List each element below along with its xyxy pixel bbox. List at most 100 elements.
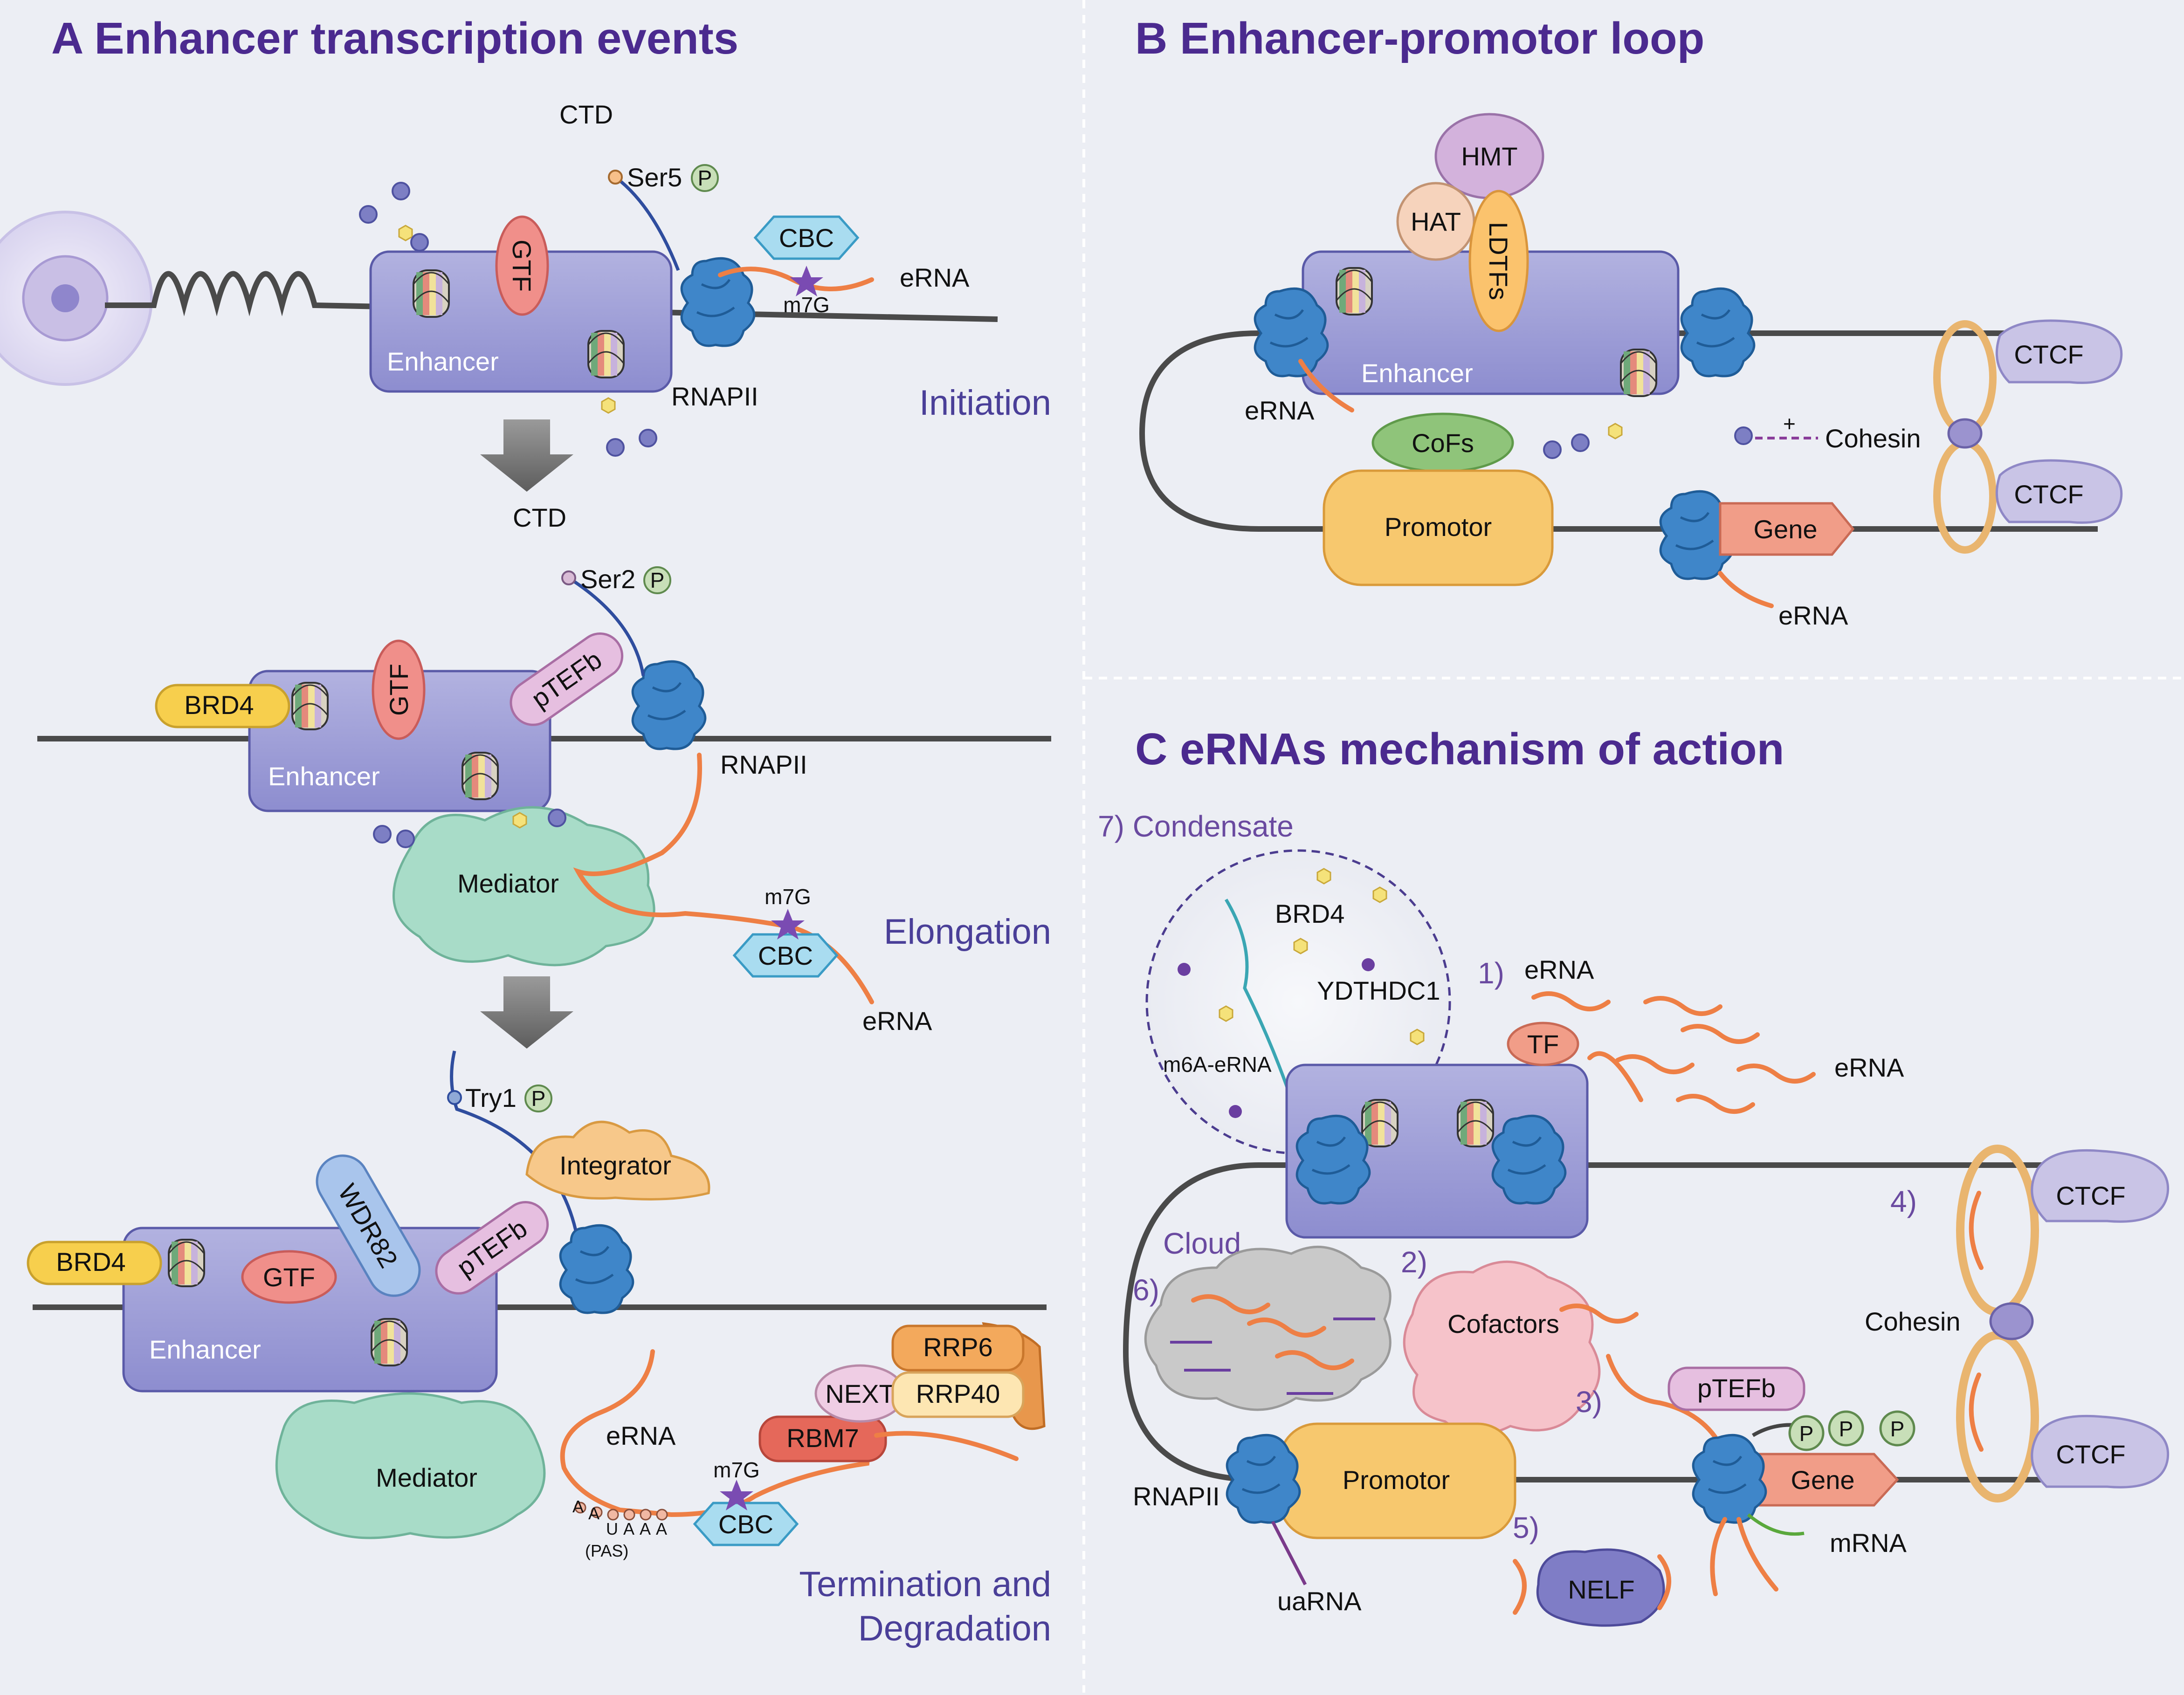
erna-strand xyxy=(1681,1024,1760,1044)
nucleosome xyxy=(371,1318,408,1366)
step-arrow xyxy=(480,976,573,1049)
step-arrow xyxy=(480,419,573,492)
acetyl-mark xyxy=(601,397,616,414)
m7g-label: m7G xyxy=(713,1458,760,1482)
mechanism-6-label: 6) xyxy=(1133,1273,1159,1307)
dna-loop xyxy=(1139,330,2098,532)
methyl-mark xyxy=(373,825,392,844)
polya-letter: U xyxy=(606,1519,618,1538)
dna-loop xyxy=(1123,1162,2149,1482)
tf-label: TF xyxy=(1527,1029,1559,1059)
cell-nucleus xyxy=(0,211,153,386)
mechanism-7-label: 7) Condensate xyxy=(1098,810,1294,843)
ldtfs-factor xyxy=(1468,190,1529,332)
polya-letter: A xyxy=(640,1519,651,1538)
polya-signal: A A U A A A (PAS) xyxy=(572,1497,668,1560)
m7g-label: m7G xyxy=(765,885,811,909)
erna-strand xyxy=(1559,1304,1639,1324)
erna-strand xyxy=(1969,1372,1984,1452)
cohesin-label: Cohesin xyxy=(1825,424,1921,453)
phospho-marker xyxy=(1879,1410,1915,1447)
rbm7-label: RBM7 xyxy=(786,1423,859,1453)
gene-label: Gene xyxy=(1754,515,1818,544)
ctcf-protein xyxy=(1995,319,2123,384)
rrp6-protein xyxy=(891,1324,1025,1372)
ptefb-protein xyxy=(435,1201,549,1295)
acetyl-mark xyxy=(398,225,413,241)
mediator-complex xyxy=(392,806,655,967)
erna-strand xyxy=(1710,1517,1727,1596)
hat-label: HAT xyxy=(1411,207,1461,236)
uarna-label: uaRNA xyxy=(1277,1586,1362,1616)
erna-strand xyxy=(1657,1554,1671,1610)
mechanism-3-label: 3) xyxy=(1576,1385,1602,1419)
phospho-label: P xyxy=(1799,1421,1814,1446)
mechanism-1-label: 1) xyxy=(1478,956,1504,990)
gtf-factor xyxy=(495,215,549,316)
try1-site xyxy=(447,1090,462,1105)
mechanism-5-label: 5) xyxy=(1513,1511,1539,1544)
phospho-label: P xyxy=(1890,1417,1905,1441)
methyl-mark xyxy=(548,809,566,827)
m7g-cap xyxy=(771,909,805,940)
ptefb-protein xyxy=(510,632,624,726)
promotor-region xyxy=(1323,469,1554,586)
methyl-mark xyxy=(1543,440,1562,459)
cohesin-core xyxy=(1947,418,1983,449)
nucleosome xyxy=(291,682,329,730)
brd4-protein xyxy=(155,684,290,728)
polya-letter: A xyxy=(588,1504,599,1523)
dna-coil xyxy=(105,271,998,322)
cloud-region xyxy=(1144,1245,1392,1411)
cbc-label: CBC xyxy=(779,223,834,253)
enhancer-label: Enhancer xyxy=(387,347,499,376)
cohesin-ring xyxy=(1933,439,1997,554)
elongation-complex: Enhancer BRD4 GTF pTEFb RNAPII CTD Ser2 … xyxy=(155,503,1051,1036)
enhancer-label: Enhancer xyxy=(1361,358,1473,388)
panel-c-title: C eRNAs mechanism of action xyxy=(1135,724,1784,774)
nucleosome xyxy=(587,330,625,378)
mediator-label: Mediator xyxy=(457,869,559,898)
rrp6-label: RRP6 xyxy=(923,1332,992,1362)
erna-strand xyxy=(1247,1318,1326,1338)
methyl-mark xyxy=(392,182,410,200)
rbm7-protein xyxy=(758,1415,887,1462)
cofactors-complex xyxy=(1403,1260,1601,1436)
nucleosome xyxy=(1361,1099,1399,1147)
erna-label: eRNA xyxy=(1245,396,1315,425)
uarna-strand xyxy=(1271,1521,1307,1585)
cloud-label: Cloud xyxy=(1163,1227,1241,1260)
next-label: NEXT xyxy=(825,1379,895,1408)
gtf-label: GTF xyxy=(507,240,537,292)
erna-strand xyxy=(1736,1064,1816,1084)
cbc-label: CBC xyxy=(758,941,813,970)
promotor-label: Promotor xyxy=(1385,512,1492,542)
methyl-mark xyxy=(606,438,625,457)
ctcf-protein xyxy=(1995,459,2123,524)
mediator-complex xyxy=(275,1392,546,1539)
nucleosome xyxy=(1620,349,1657,397)
acetyl-mark xyxy=(512,812,527,829)
gtf-factor xyxy=(241,1250,337,1304)
erna-strand xyxy=(1615,1054,1695,1074)
ptefb-protein xyxy=(1667,1366,1805,1411)
ydthdc1-particle xyxy=(1229,1105,1242,1118)
erna-label: eRNA xyxy=(900,263,970,292)
cbc-complex xyxy=(693,1502,799,1546)
pas-label: (PAS) xyxy=(585,1541,628,1560)
ptefb-label: pTEFb xyxy=(1697,1373,1776,1403)
nucleosome xyxy=(1457,1099,1494,1147)
phospho-label: P xyxy=(531,1086,546,1111)
ctcf-protein xyxy=(2031,1149,2170,1223)
rnapii-enzyme xyxy=(1693,1435,1766,1523)
rnapii-enzyme xyxy=(1681,288,1754,376)
nelf-label: NELF xyxy=(1568,1575,1634,1604)
ser2-label: Ser2 xyxy=(580,564,635,594)
polya-letter: A xyxy=(623,1519,634,1538)
rrp40-protein xyxy=(891,1371,1025,1418)
m7g-label: m7G xyxy=(783,293,830,317)
erna-strand xyxy=(1191,1294,1270,1314)
m6a-erna-label: m6A-eRNA xyxy=(1163,1052,1272,1077)
